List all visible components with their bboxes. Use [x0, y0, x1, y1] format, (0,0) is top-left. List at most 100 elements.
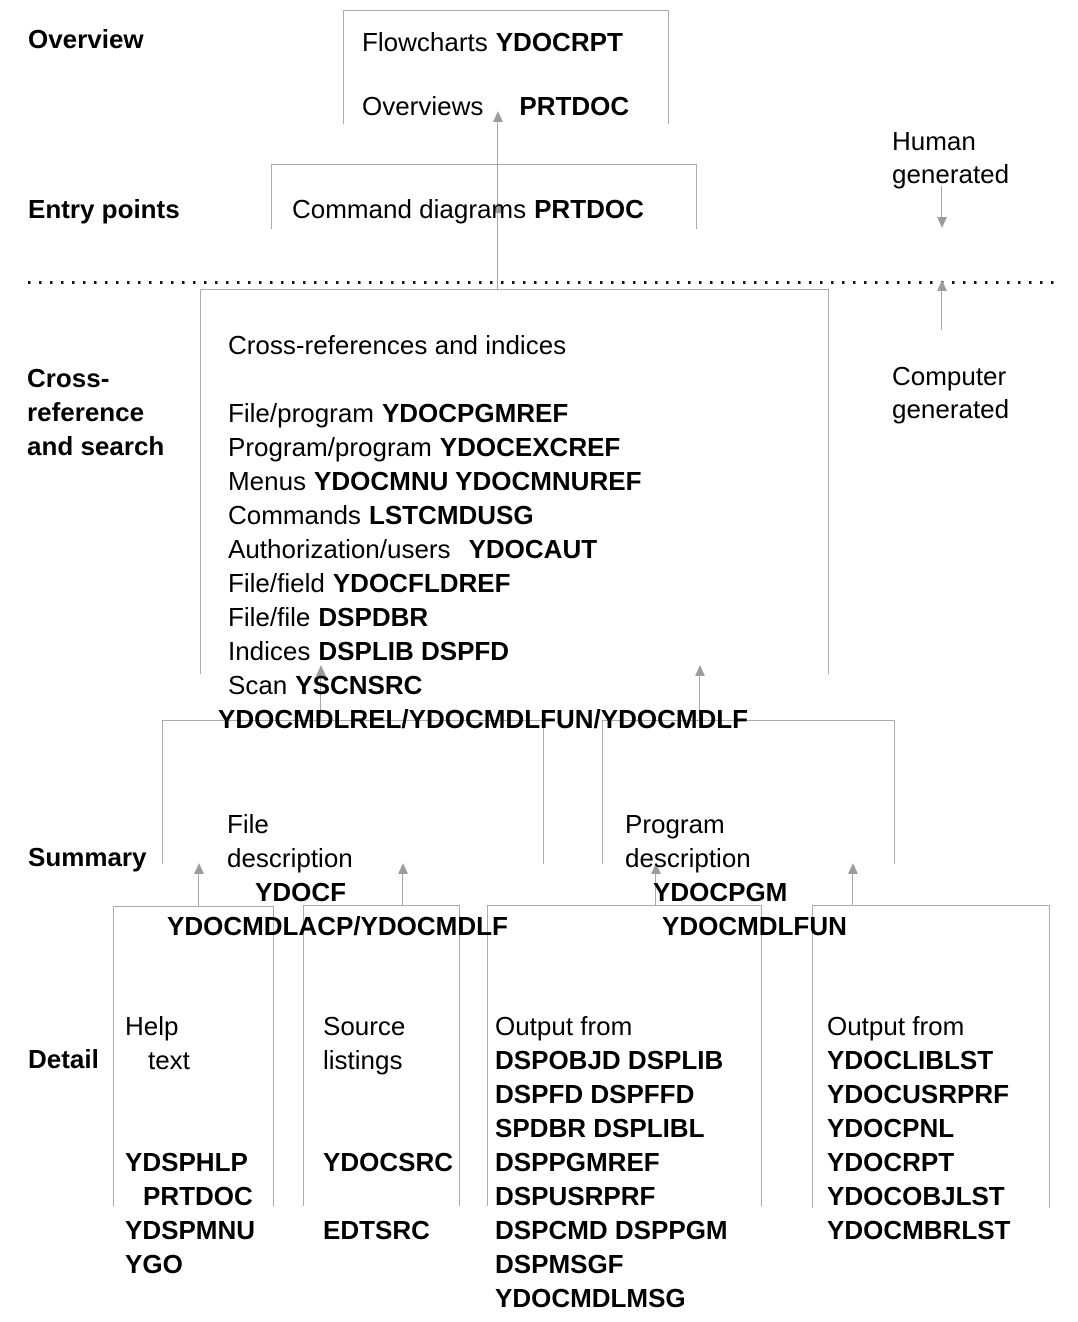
crossref-item-label: File/field	[228, 568, 325, 598]
blank-line	[125, 1111, 255, 1145]
overview-box	[343, 10, 669, 124]
arrowhead-up-to-crossref-right-icon	[694, 665, 705, 676]
detail-help-cmd: YDSPHLP	[125, 1147, 248, 1177]
summary-program-name-line2: description	[625, 843, 751, 873]
detail-output-display-cmd: DSPPGMREF	[495, 1147, 660, 1177]
detail-output-display-cmd: DSPOBJD DSPLIB	[495, 1045, 724, 1075]
arrow-line-summary-program-to-crossref	[698, 676, 700, 720]
crossref-item-label: File/program	[228, 398, 374, 428]
arrowhead-up-to-entry-icon	[492, 202, 503, 213]
row-label-crossref: Cross- reference and search	[27, 361, 164, 463]
arrow-line-computer-generated	[940, 291, 942, 330]
crossref-footer-cmds: YDOCMDLREL/YDOCMDLFUN/YDOCMDLF	[218, 704, 749, 734]
detail-source-title-line1: Source	[323, 1011, 406, 1041]
detail-output-display-content: Output from DSPOBJD DSPLIB DSPFD DSPFFD …	[495, 1009, 728, 1315]
crossref-item-label: Authorization/users	[228, 534, 451, 564]
detail-output-ydoc-cmd: YDOCUSRPRF	[827, 1079, 1010, 1109]
row-label-crossref-line3: and search	[27, 431, 165, 461]
summary-program-cmd: YDOCPGM	[653, 877, 788, 907]
blank-line	[125, 1077, 255, 1111]
arrowhead-down-human-icon	[936, 217, 947, 228]
crossref-item-cmd: YSCNSRC	[295, 670, 423, 700]
detail-help-cmd: YDSPMNU	[125, 1215, 256, 1245]
summary-file-name-line2: description	[227, 843, 353, 873]
summary-file-footer-cmds: YDOCMDLACP/YDOCMDLF	[167, 911, 508, 941]
detail-help-box	[113, 906, 274, 1206]
detail-output-ydoc-title: Output from	[827, 1011, 965, 1041]
detail-help-content: Help text YDSPHLP PRTDOC YDSPMNU YGO	[125, 1009, 255, 1281]
row-label-detail: Detail	[28, 1044, 99, 1074]
detail-output-display-box	[487, 905, 762, 1206]
summary-program-box	[602, 720, 895, 864]
arrow-line-human-generated	[940, 186, 942, 217]
detail-output-display-cmd: DSPFD DSPFFD	[495, 1079, 695, 1109]
blank-line	[323, 1111, 453, 1145]
crossref-item-label: Scan	[228, 670, 288, 700]
human-computer-divider-dotted-line	[28, 281, 1062, 284]
summary-program-footer-cmds: YDOCMDLFUN	[662, 911, 847, 941]
detail-output-ydoc-box	[812, 905, 1050, 1208]
flowcharts-label: Flowcharts	[362, 27, 488, 57]
crossref-item-label: File/file	[228, 602, 311, 632]
crossref-item-cmd: YDOCAUT	[468, 534, 598, 564]
crossref-content: Cross-references and indices File/progra…	[228, 328, 641, 702]
crossref-item-label: Indices	[228, 636, 311, 666]
arrowhead-up-to-summary-file-2-icon	[397, 863, 408, 874]
detail-output-ydoc-content: Output from YDOCLIBLST YDOCUSRPRF YDOCPN…	[827, 1009, 1010, 1247]
row-label-summary: Summary	[28, 842, 147, 872]
crossref-item-cmd: YDOCPGMREF	[381, 398, 569, 428]
arrowhead-up-to-crossref-left-icon	[315, 665, 326, 676]
crossref-item-cmd: DSPDBR	[318, 602, 429, 632]
summary-file-name-line1: File	[227, 809, 269, 839]
arrow-line-source-to-summary-file	[401, 874, 403, 906]
summary-program-name-line1: Program	[625, 809, 725, 839]
detail-output-ydoc-cmd: YDOCLIBLST	[827, 1045, 994, 1075]
row-label-entry-points: Entry points	[28, 194, 180, 224]
annotation-computer-line2: generated	[892, 394, 1010, 424]
crossref-item-label: Menus	[228, 466, 307, 496]
detail-output-ydoc-cmd: YDOCPNL	[827, 1113, 955, 1143]
summary-file-cmd: YDOCF	[255, 877, 346, 907]
detail-output-display-cmd: DSPMSGF	[495, 1249, 624, 1279]
arrowhead-up-computer-icon	[936, 280, 947, 291]
arrow-line-help-to-summary-file	[197, 874, 199, 906]
arrowhead-up-to-summary-program-1-icon	[650, 863, 661, 874]
arrowhead-up-to-summary-file-1-icon	[193, 863, 204, 874]
crossref-item-cmd: LSTCMDUSG	[368, 500, 534, 530]
detail-source-box	[303, 905, 460, 1206]
arrowhead-up-to-overview-icon	[492, 111, 503, 122]
command-diagrams-cmd: PRTDOC	[534, 194, 644, 224]
blank-line	[323, 1179, 453, 1213]
row-label-overview: Overview	[28, 24, 144, 54]
row-label-crossref-line1: Cross-	[27, 363, 110, 393]
crossref-title: Cross-references and indices	[228, 330, 567, 360]
detail-output-ydoc-cmd: YDOCRPT	[827, 1147, 955, 1177]
detail-output-display-cmd: SPDBR DSPLIBL	[495, 1113, 705, 1143]
detail-help-title-line2: text	[148, 1045, 190, 1075]
entry-points-box	[271, 164, 697, 229]
crossref-item-cmd: YDOCFLDREF	[332, 568, 511, 598]
crossref-item-label: Program/program	[228, 432, 432, 462]
annotation-human-generated: Human generated	[892, 125, 1009, 191]
crossref-item-cmd: DSPLIB DSPFD	[318, 636, 510, 666]
detail-help-cmd: PRTDOC	[143, 1181, 253, 1211]
summary-program-content: Program description YDOCPGM YDOCMDLFUN	[625, 807, 847, 943]
arrowhead-up-to-summary-program-2-icon	[847, 863, 858, 874]
flowcharts-cmd: YDOCRPT	[495, 27, 623, 57]
row-label-crossref-line2: reference	[27, 397, 145, 427]
arrow-line-summary-file-to-crossref	[319, 676, 321, 720]
overviews-label: Overviews	[362, 91, 484, 121]
detail-source-content: Source listings YDOCSRC EDTSRC	[323, 1009, 453, 1247]
detail-source-cmd: YDOCSRC	[323, 1147, 454, 1177]
summary-file-content: File description YDOCF YDOCMDLACP/YDOCMD…	[167, 807, 508, 943]
annotation-human-line2: generated	[892, 159, 1010, 189]
